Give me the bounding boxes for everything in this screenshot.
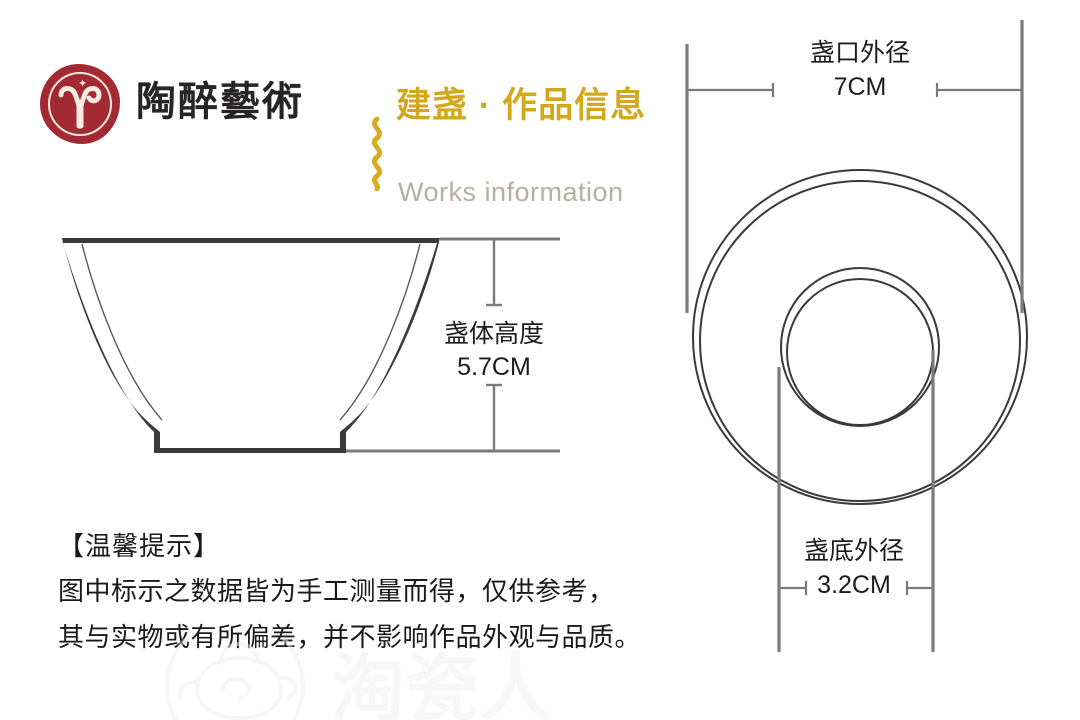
notice-line-1: 图中标示之数据皆为手工测量而得，仅供参考， xyxy=(58,576,615,606)
notice-title: 【温馨提示】 xyxy=(58,531,221,561)
page-header: ✦ 陶醉藝術 建盏 · 作品信息 Works information xyxy=(36,55,656,207)
page-title-cn: 建盏 · 作品信息 xyxy=(396,86,647,125)
page-title-en: Works information xyxy=(398,177,624,207)
bowl-side-view-drawing xyxy=(62,237,560,453)
seal-star-icon: ✦ xyxy=(78,78,88,90)
mouth-diameter-label: 盏口外径 7CM xyxy=(790,36,930,104)
bowl-top-view-drawing xyxy=(685,20,1028,652)
logo-glyph-icon xyxy=(58,86,102,129)
foot-diameter-label: 盏底外径 3.2CM xyxy=(784,534,924,602)
notice-line-2: 其与实物或有所偏差，并不影响作品外观与品质。 xyxy=(58,622,642,652)
seal-ring-icon xyxy=(48,72,112,136)
brand-name-cn: 陶醉藝術 xyxy=(136,78,304,125)
brand-logo: ✦ xyxy=(36,60,124,148)
foot-diameter-name: 盏底外径 xyxy=(803,537,904,565)
height-dimension-value: 5.7CM xyxy=(457,353,531,381)
wavy-divider-icon xyxy=(371,117,383,191)
mouth-diameter-value: 7CM xyxy=(833,73,887,101)
height-dimension-name: 盏体高度 xyxy=(443,320,544,348)
height-dimension-label: 盏体高度 5.7CM xyxy=(438,318,550,384)
foot-diameter-value: 3.2CM xyxy=(817,571,891,599)
notice-block: 【温馨提示】 图中标示之数据皆为手工测量而得，仅供参考， 其与实物或有所偏差，并… xyxy=(58,524,698,660)
mouth-diameter-name: 盏口外径 xyxy=(809,39,910,67)
